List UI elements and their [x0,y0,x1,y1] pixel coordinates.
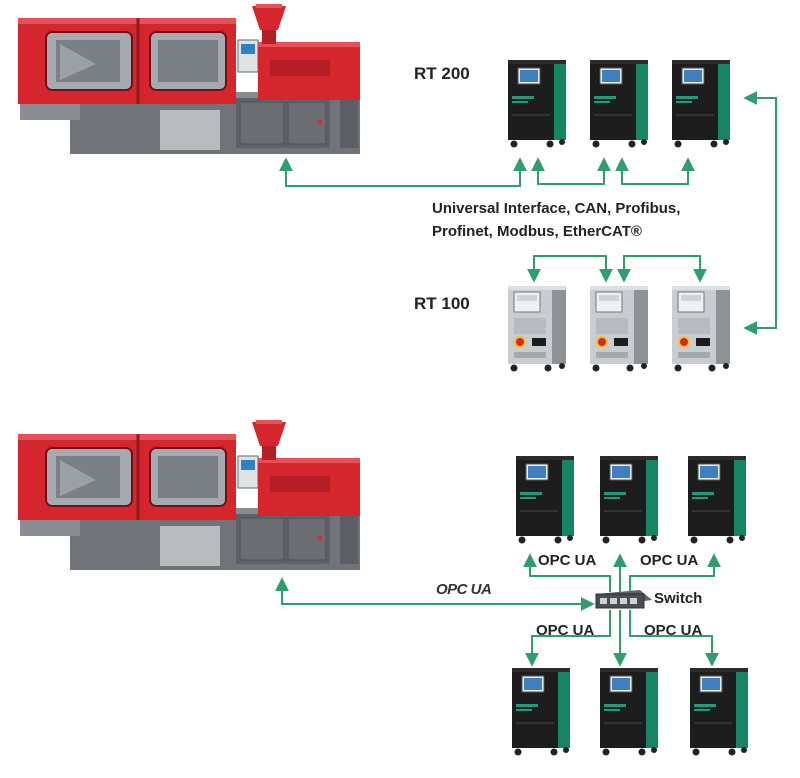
top-connection-lines [279,91,777,335]
machine-to-rt200-line [279,157,527,187]
rt200-1-to-2-line [531,157,611,185]
opc-ua-label-bottom-left: OPC UA [536,622,595,639]
rt200-bottom-top-2 [599,455,659,544]
injection-machine-top [16,2,362,156]
rt100-unit-1 [507,285,567,373]
opc-ua-label-top-left: OPC UA [538,552,597,569]
rt200-bottom-low-3 [689,667,749,756]
rt200-unit-2 [589,59,649,148]
injection-machine-bottom [16,418,362,572]
rt200-bottom-low-2 [599,667,659,756]
bottom-connection-lines [275,553,721,667]
switch-label: Switch [654,590,703,607]
rt200-unit-1 [507,59,567,148]
rt200-bottom-top-3 [687,455,747,544]
switch-to-low-left-line [525,610,611,667]
opc-ua-label-bottom-right: OPC UA [644,622,703,639]
switch-to-low-right-line [629,610,719,667]
network-switch-icon [595,590,652,609]
rt200-unit-3 [671,59,731,148]
switch-to-top-left-line [523,553,611,592]
rt200-to-rt100-bus-line [743,91,777,335]
machine-to-switch-line [275,577,595,611]
rt200-bottom-top-1 [515,455,575,544]
rt100-label: RT 100 [414,294,470,313]
interfaces-label-line2: Profinet, Modbus, EtherCAT® [432,223,642,240]
rt200-2-to-3-line [615,157,695,185]
opc-ua-label-top-right: OPC UA [640,552,699,569]
rt100-1-to-2-line [527,255,613,283]
interfaces-label-line1: Universal Interface, CAN, Profibus, [432,200,681,217]
rt200-bottom-low-1 [511,667,571,756]
switch-to-top-right-line [629,553,721,592]
rt100-2-to-3-line [617,255,707,283]
rt100-unit-2 [589,285,649,373]
rt200-label: RT 200 [414,64,470,83]
rt100-unit-3 [671,285,731,373]
opc-ua-logo: OPC UA [436,581,492,598]
